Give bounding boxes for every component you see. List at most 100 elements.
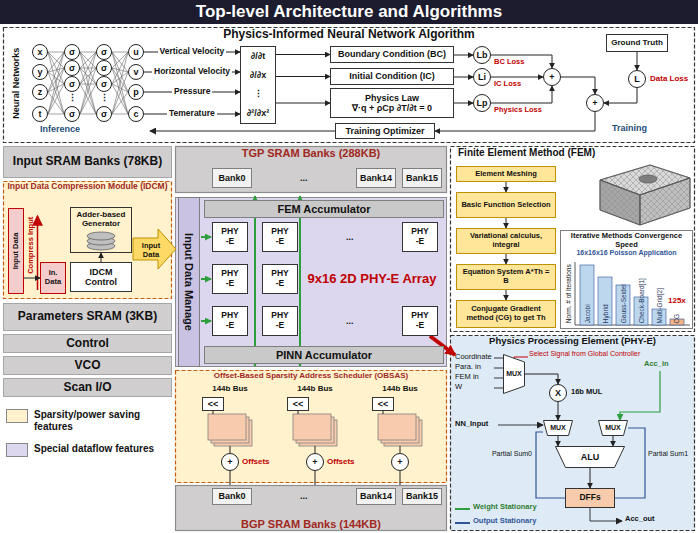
phye-box: PHY -E xyxy=(262,306,298,336)
node-text: MUX xyxy=(605,424,621,432)
connector xyxy=(506,182,507,192)
circ-box: σ xyxy=(64,60,80,76)
circ-box: Li xyxy=(473,68,491,86)
chart-bar xyxy=(580,265,594,325)
label-text: ... xyxy=(300,173,308,183)
connector xyxy=(80,52,96,68)
connector xyxy=(276,76,330,77)
node-text: PINN Accumulator xyxy=(276,349,372,362)
node-text: Equation System A*Th = B xyxy=(459,268,553,285)
row-feed xyxy=(201,237,211,321)
node-text: ∂²/∂x² xyxy=(247,108,269,118)
circ-box: Lb xyxy=(473,46,491,64)
phye-box: PHY -E xyxy=(262,222,298,252)
label-text: Data Loss xyxy=(650,74,688,83)
phye-box: PHY -E xyxy=(212,264,248,294)
edge-label: Vertical Velocity xyxy=(158,47,227,57)
mux-outline xyxy=(556,447,625,468)
label-text: ... xyxy=(346,316,354,326)
node-text: Bank14 xyxy=(360,173,392,183)
data-bus xyxy=(255,196,300,366)
label-text: Gauss-Seidel xyxy=(619,284,626,323)
decor-shape xyxy=(87,232,115,240)
node-text: σ xyxy=(69,47,75,57)
label-text: Coordinate xyxy=(455,353,492,362)
label-text: ⋮ xyxy=(68,93,77,103)
node-text: v xyxy=(133,67,138,77)
node-text: BGP SRAM Banks (144KB) xyxy=(241,517,381,531)
label-text: FEM in xyxy=(455,373,479,382)
connector xyxy=(561,77,595,94)
decor-shape xyxy=(600,180,640,225)
box-box: << xyxy=(287,397,309,411)
label-text: Training xyxy=(612,123,647,133)
circ-box: X xyxy=(549,384,567,402)
node-text: PHY -E xyxy=(219,311,241,331)
legend-swatch xyxy=(455,522,470,524)
connector xyxy=(80,52,96,68)
region-fill xyxy=(4,28,695,143)
connector xyxy=(112,92,128,114)
label-text: Acc_in xyxy=(644,360,669,369)
connector xyxy=(80,52,96,53)
circ-box: t xyxy=(32,106,48,122)
circ-box: c xyxy=(128,106,144,122)
label-text: Check-Board[1] xyxy=(637,278,644,323)
connector xyxy=(80,52,96,114)
decor-shape xyxy=(254,196,256,366)
label-text: ... xyxy=(300,491,308,501)
box-box: << xyxy=(202,397,224,411)
trap-box: ALU xyxy=(555,446,625,468)
box-box: Boundary Condition (BC) xyxy=(330,46,454,63)
mux-outline xyxy=(544,421,573,436)
node-text: + xyxy=(549,72,554,82)
box-box: ∂/∂t∂/∂x⋮∂²/∂x² xyxy=(240,46,276,124)
edge-label: Pressure xyxy=(172,87,212,97)
label-text: Compress Input xyxy=(27,216,36,273)
circ-box: σ xyxy=(96,60,112,76)
box-box: Physics Law∇·q + ρCp ∂T/∂t = 0 xyxy=(330,88,454,118)
connector xyxy=(48,52,64,53)
circ-box: σ xyxy=(96,76,112,92)
connector xyxy=(80,114,96,115)
decor-shape xyxy=(201,278,211,280)
label-text: W xyxy=(455,383,462,392)
node-text: PHY -E xyxy=(219,269,241,289)
region-fill xyxy=(451,336,695,531)
phye-box: PHY -E xyxy=(402,222,438,252)
acc-box: PINN Accumulator xyxy=(204,346,444,364)
node-text: Input Data Manage xyxy=(183,233,196,331)
node-text: PHY -E xyxy=(269,311,291,331)
connector xyxy=(112,52,128,53)
circ-box: σ xyxy=(96,106,112,122)
edge-label: Temerature xyxy=(167,109,217,119)
connector xyxy=(80,84,96,114)
data-arrow xyxy=(133,229,176,269)
gray-box: VCO xyxy=(3,356,172,375)
connector xyxy=(101,253,102,262)
connector xyxy=(112,52,128,92)
node-text: X xyxy=(555,388,561,398)
label-text: Physics Loss xyxy=(494,106,542,115)
decor-shape xyxy=(590,508,622,521)
trap-box: MUX xyxy=(503,354,525,394)
decor-shape xyxy=(575,262,576,325)
node-text: Input SRAM Banks (78KB) xyxy=(13,155,162,169)
node-text: L xyxy=(634,74,640,84)
label-text: 125x xyxy=(668,296,686,305)
region-fill xyxy=(176,486,447,531)
node-text: Boundary Condition (BC) xyxy=(338,49,446,59)
pink-box: Input Data xyxy=(8,208,24,294)
connector xyxy=(48,52,64,84)
phye-box: PHY -E xyxy=(212,222,248,252)
connector xyxy=(112,52,128,114)
mux-outline xyxy=(504,355,525,394)
label-text: Norm. # of Iterations xyxy=(564,264,571,323)
adder-icon xyxy=(87,232,115,250)
connector xyxy=(112,52,128,114)
legend-swatch xyxy=(455,508,470,510)
node-text: t xyxy=(39,109,42,119)
label-text: Para. in xyxy=(455,363,481,372)
label-text: Offsets xyxy=(242,457,270,466)
